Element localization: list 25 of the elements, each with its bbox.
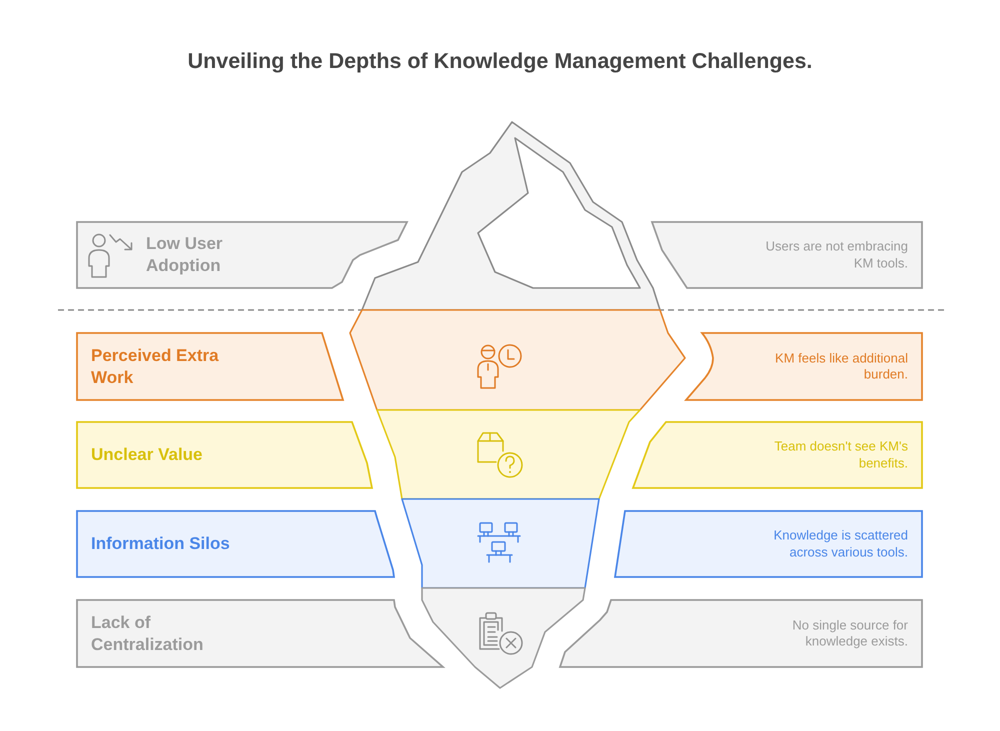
- description-banner: [614, 510, 923, 578]
- challenge-banner: [76, 510, 395, 578]
- iceberg-band: [376, 409, 641, 500]
- challenge-title: Lack of Centralization: [91, 612, 204, 656]
- challenge-title: Perceived Extra Work: [91, 344, 220, 388]
- iceberg-band: [421, 587, 586, 689]
- challenge-description: No single source for knowledge exists.: [791, 617, 908, 650]
- iceberg-band: [349, 309, 686, 411]
- challenge-title: Information Silos: [91, 533, 231, 555]
- challenge-description: Team doesn't see KM's benefits.: [773, 438, 908, 472]
- challenge-description: Knowledge is scattered across various tools.: [772, 528, 908, 560]
- challenge-banner: [76, 421, 373, 489]
- challenge-description: KM feels like additional burden.: [774, 350, 908, 383]
- challenge-banner: [76, 221, 408, 289]
- challenge-title: Unclear Value: [91, 444, 204, 466]
- description-banner: [651, 221, 923, 289]
- challenge-title: Low User Adoption: [146, 233, 224, 277]
- diagram-title: Unveiling the Depths of Knowledge Management Challenges.: [188, 49, 812, 74]
- challenge-description: Users are not embracing KM tools.: [764, 238, 908, 272]
- description-banner: [632, 421, 923, 489]
- challenge-banner: [76, 332, 344, 401]
- description-banner: [559, 599, 923, 668]
- description-banner: [685, 332, 923, 401]
- iceberg-band: [401, 498, 600, 589]
- challenge-banner: [76, 599, 444, 668]
